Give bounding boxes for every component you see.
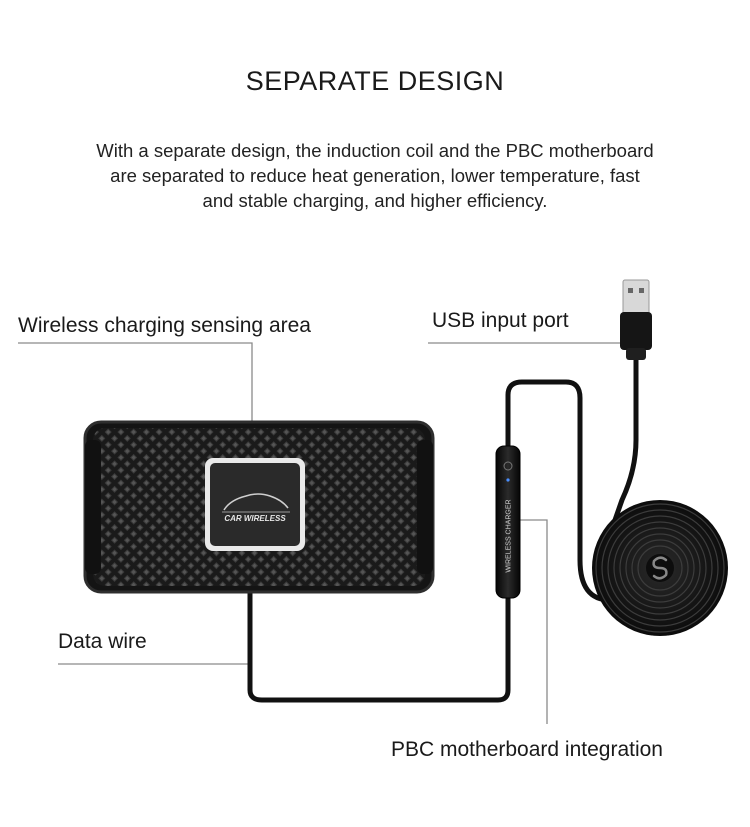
usb-plug-icon xyxy=(620,279,652,360)
data-wire xyxy=(247,587,511,703)
callout-pbc-integration: PBC motherboard integration xyxy=(391,738,663,761)
usb-cable xyxy=(505,342,639,603)
callout-usb-port: USB input port xyxy=(432,309,569,332)
pad-logo-text: CAR WIRELESS xyxy=(224,514,286,523)
pbc-module: WIRELESS CHARGER xyxy=(495,445,521,599)
description-text: With a separate design, the induction co… xyxy=(96,140,654,211)
sensing-area-plate: CAR WIRELESS xyxy=(205,458,305,551)
callout-data-wire: Data wire xyxy=(58,630,147,653)
leader-pbc xyxy=(515,519,548,724)
cable-coil xyxy=(592,500,728,636)
page-title: SEPARATE DESIGN xyxy=(245,66,505,96)
module-label-text: WIRELESS CHARGER xyxy=(506,499,513,572)
callout-sensing-area: Wireless charging sensing area xyxy=(18,314,311,337)
